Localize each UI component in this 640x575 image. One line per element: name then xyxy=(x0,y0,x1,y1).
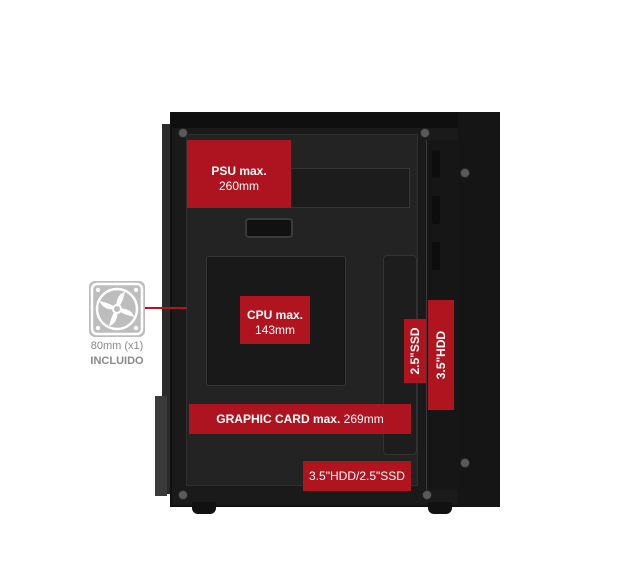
case-foot xyxy=(192,502,216,514)
screw-icon xyxy=(422,490,432,500)
psu-value: 260mm xyxy=(218,179,259,193)
bay-slot xyxy=(432,196,440,224)
screw-icon xyxy=(420,128,430,138)
gpu-title: GRAPHIC CARD max. xyxy=(216,412,341,426)
bottom-bay-label: 3.5"HDD/2.5"SSD xyxy=(303,461,411,491)
fan-callout-line xyxy=(145,307,187,309)
case-top-rail xyxy=(172,114,500,128)
cable-handle xyxy=(245,218,293,238)
screw-icon xyxy=(460,458,470,468)
bottom-bay-text: 3.5"HDD/2.5"SSD xyxy=(309,469,405,483)
screw-icon xyxy=(460,168,470,178)
psu-title: PSU max. xyxy=(211,164,267,178)
ssd-vertical-label: 2.5"SSD xyxy=(404,319,426,383)
rear-io-bracket xyxy=(155,396,167,496)
hdd-vertical-text: 3.5"HDD xyxy=(434,330,448,380)
bay-slot xyxy=(432,242,440,270)
cpu-max-label: CPU max. 143mm xyxy=(240,296,310,344)
hdd-vertical-label: 3.5"HDD xyxy=(428,300,454,410)
gpu-value: 269mm xyxy=(343,412,384,426)
ssd-vertical-text: 2.5"SSD xyxy=(408,327,422,375)
fan-size-text: 80mm (x1) xyxy=(90,340,144,352)
bay-slot xyxy=(432,150,440,178)
cpu-title: CPU max. xyxy=(246,308,304,322)
psu-max-label: PSU max. 260mm xyxy=(187,140,291,208)
cpu-value: 143mm xyxy=(254,323,295,337)
screw-icon xyxy=(178,490,188,500)
fan-included-text: INCLUIDO xyxy=(90,355,144,367)
graphic-card-max-label: GRAPHIC CARD max. 269mm xyxy=(189,404,411,434)
psu-recess xyxy=(290,168,410,208)
screw-icon xyxy=(178,128,188,138)
fan-icon xyxy=(89,281,145,337)
case-foot xyxy=(428,502,452,514)
